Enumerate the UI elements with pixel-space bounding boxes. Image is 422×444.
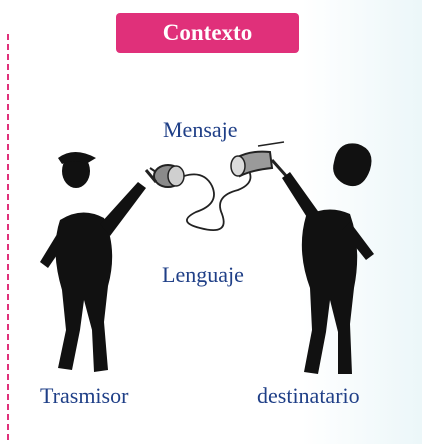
title-text: Contexto bbox=[162, 20, 253, 45]
right-person-silhouette bbox=[282, 143, 374, 374]
right-can-phone bbox=[230, 141, 290, 179]
title-box: Contexto bbox=[116, 13, 299, 53]
message-label: Mensaje bbox=[163, 117, 238, 142]
receiver-label: destinatario bbox=[257, 383, 360, 408]
left-person-silhouette bbox=[40, 152, 146, 372]
string-wire bbox=[183, 165, 252, 232]
sender-label: Trasmisor bbox=[40, 383, 129, 408]
dashed-margin-line bbox=[7, 34, 9, 440]
left-can-phone bbox=[144, 164, 185, 188]
language-label: Lenguaje bbox=[162, 262, 244, 287]
